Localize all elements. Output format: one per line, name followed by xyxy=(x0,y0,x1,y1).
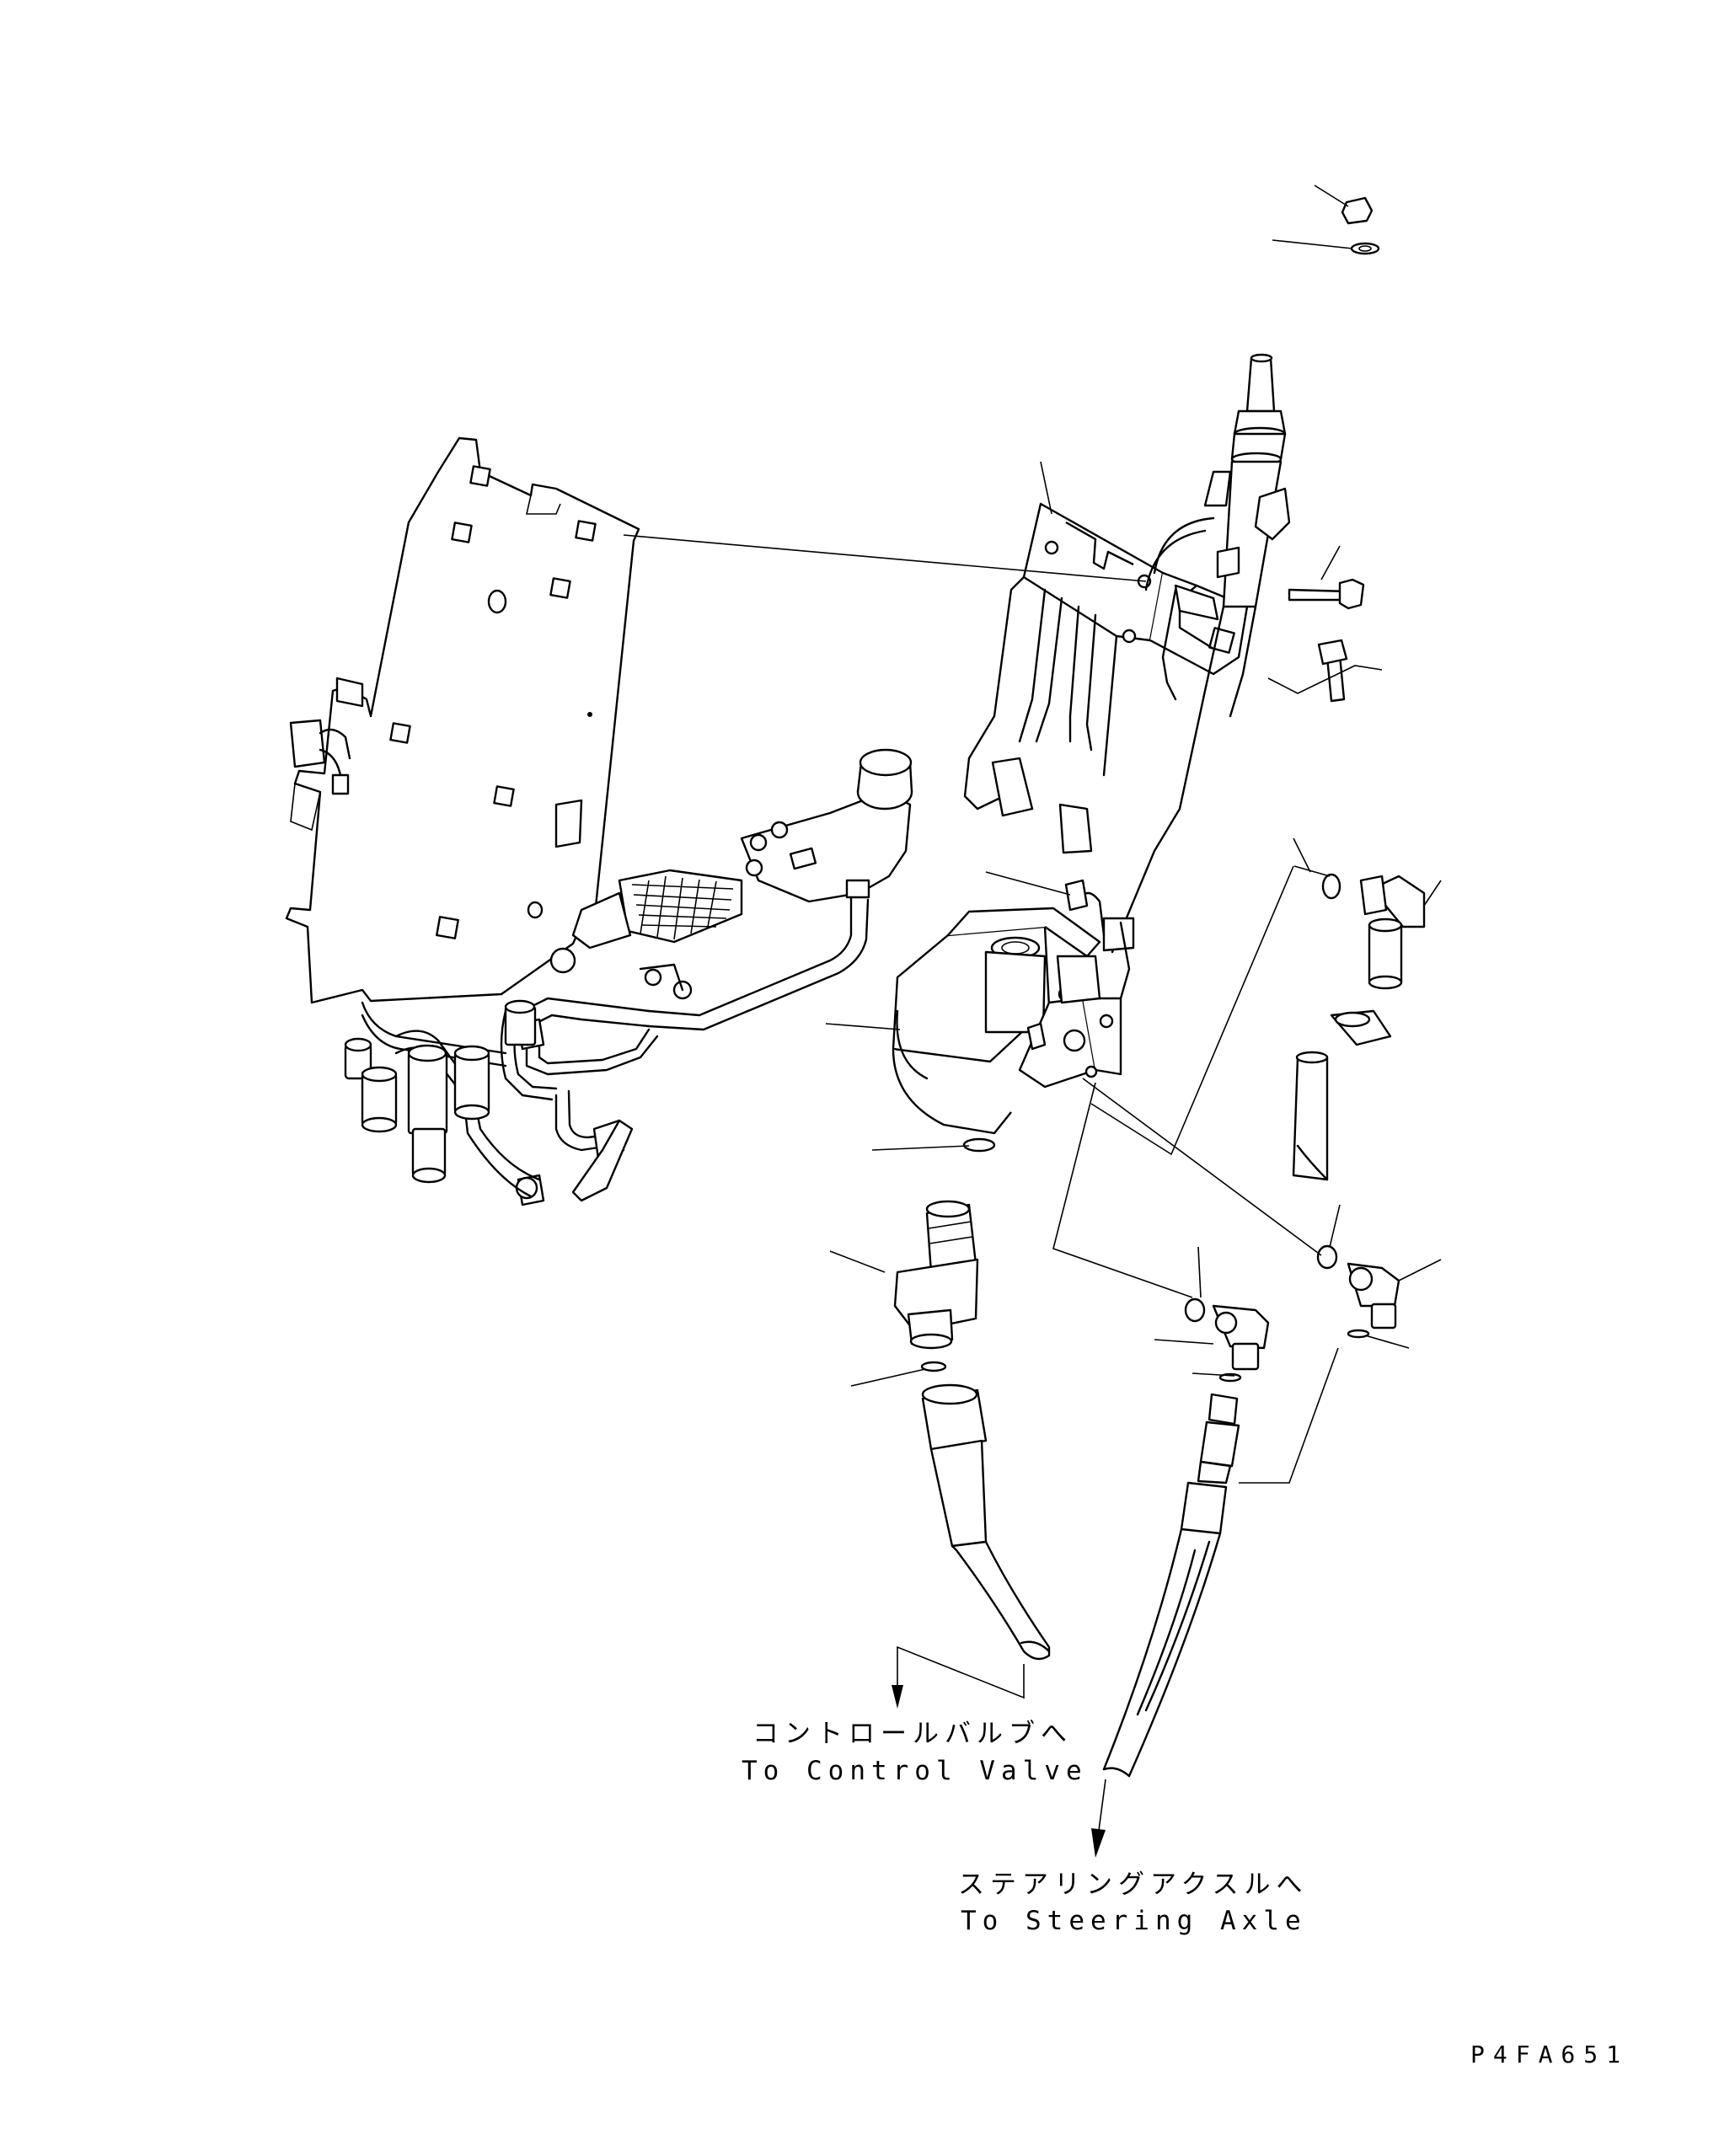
valve-fittings xyxy=(344,999,537,1184)
hose-steering-axle xyxy=(1102,1393,1240,1778)
angled-fitting-left xyxy=(893,1200,979,1350)
small-elbow-center xyxy=(1212,1304,1270,1371)
small-elbow-right xyxy=(1347,1262,1400,1329)
accelerator-pedal xyxy=(740,748,913,903)
control-valve-label-en: To Control Valve xyxy=(742,1756,1088,1786)
panel-holes xyxy=(389,465,597,939)
leader-lines xyxy=(623,185,1442,1858)
panel-bracket xyxy=(285,436,640,1004)
steering-unit xyxy=(892,879,1135,1135)
steering-axle-label-ja: ステアリングアクスルへ xyxy=(958,1870,1309,1900)
hose-control-valve xyxy=(921,1383,1051,1661)
column-bolts xyxy=(1288,578,1365,703)
connector-left xyxy=(289,719,351,795)
o-rings xyxy=(920,1137,1370,1383)
top-nut-washer xyxy=(1341,196,1380,255)
brake-pedal xyxy=(571,869,743,950)
column-bracket xyxy=(963,502,1249,854)
steering-axle-label-en: To Steering Axle xyxy=(961,1906,1307,1936)
steering-column xyxy=(1111,353,1291,954)
control-valve-label-ja: コントロールバルブへ xyxy=(752,1719,1073,1749)
right-fittings xyxy=(1292,873,1426,1181)
drawing-code: P4FA651 xyxy=(1470,2041,1630,2068)
